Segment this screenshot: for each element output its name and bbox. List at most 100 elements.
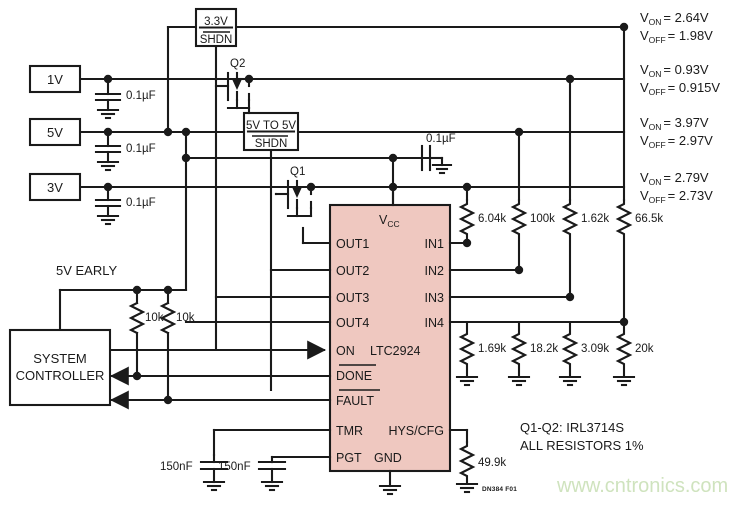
regblock-5v5v-bottom-label: SHDN [255, 138, 288, 150]
q1-arrow [292, 187, 302, 198]
controller-label-line2: CONTROLLER [16, 368, 105, 383]
res-182k [510, 320, 528, 379]
dot-5vbus [181, 127, 191, 137]
dot-pullup2 [163, 285, 173, 295]
cap-label-1v: 0.1µF [126, 90, 156, 102]
ic-pin-tmr: TMR [336, 424, 363, 438]
dot-in3 [565, 292, 575, 302]
dot-5v [103, 127, 113, 137]
ic-pin-out1: OUT1 [336, 237, 369, 251]
res-label-604k: 6.04k [478, 213, 506, 225]
ic-body [328, 203, 452, 473]
mosfet-label-q1: Q1 [290, 166, 305, 178]
ic-pin-hys-cfg: HYS/CFG [388, 424, 444, 438]
res-label-309k: 3.09k [581, 343, 609, 355]
watermark: www.cntronics.com [556, 475, 728, 497]
ic-vcc-label: VCC [379, 213, 400, 229]
supply-box-5v [28, 117, 82, 147]
res-label-10k-1: 10k [145, 312, 164, 324]
dot-3v [103, 182, 113, 192]
supply-label-1v: 1V [47, 72, 63, 87]
res-20k [615, 320, 633, 379]
junction-dots [103, 22, 629, 405]
ic-pin-out4: OUT4 [336, 316, 369, 330]
rail-label-5v-early: 5V EARLY [56, 263, 118, 278]
dot-1v [103, 74, 113, 84]
threshold-voff-2: VOFF= 0.915V [640, 80, 720, 97]
ic-pin-in1: IN1 [425, 237, 445, 251]
mosfet-label-q2: Q2 [230, 58, 245, 70]
ic-pin-done: DONE [336, 369, 372, 383]
controller-box [8, 328, 112, 407]
res-162k [561, 198, 579, 299]
threshold-von-2: VON= 0.93V [640, 62, 709, 79]
q2-arrow [232, 79, 242, 90]
dot-bus-665k [619, 22, 629, 32]
ic-pin-in4: IN4 [425, 316, 445, 330]
regblock-33v-top-label: 3.3V [204, 16, 228, 28]
dot-q1-drain [306, 182, 316, 192]
res-label-10k-2: 10k [176, 312, 195, 324]
threshold-voff-3: VOFF= 2.97V [640, 133, 713, 150]
cap-label-tmr: 150nF [160, 461, 193, 473]
ic-pin-gnd: GND [374, 451, 402, 465]
ic-pin-pgt: PGT [336, 451, 362, 465]
res-604k [458, 198, 476, 245]
res-309k [561, 320, 579, 379]
ic-part-number: LTC2924 [370, 344, 421, 358]
dot-done [132, 371, 142, 381]
dot-in1 [462, 238, 472, 248]
dot-in2 [514, 265, 524, 275]
dot-vcc-cap [388, 153, 398, 163]
note-line-2: ALL RESISTORS 1% [520, 438, 644, 453]
ic-pin-in3: IN3 [425, 291, 445, 305]
dot-fault [163, 395, 173, 405]
cap-label-pgt: 150nF [218, 461, 251, 473]
res-499k [458, 440, 476, 486]
res-label-20k: 20k [635, 343, 654, 355]
res-100k [510, 198, 528, 272]
cap-label-3v: 0.1µF [126, 197, 156, 209]
dot-vcc-3v [388, 182, 398, 192]
dot-5vdist [181, 153, 191, 163]
res-label-182k: 18.2k [530, 343, 558, 355]
figure-caption: DN384 F01 [482, 486, 517, 493]
dot-in4 [619, 317, 629, 327]
dot-33shdn-5v [163, 127, 173, 137]
res-10k-1 [128, 301, 146, 335]
dot-pullup1 [132, 285, 142, 295]
cap-label-5v: 0.1µF [126, 143, 156, 155]
supply-box-1v [28, 64, 82, 94]
threshold-voff-1: VOFF= 1.98V [640, 28, 713, 45]
ic-pin-on: ON [336, 344, 355, 358]
res-label-100k: 100k [530, 213, 555, 225]
threshold-von-3: VON= 3.97V [640, 115, 709, 132]
threshold-von-1: VON= 2.64V [640, 10, 709, 27]
ic-pin-out2: OUT2 [336, 264, 369, 278]
note-line-1: Q1-Q2: IRL3714S [520, 420, 624, 435]
controller-label-line1: SYSTEM [33, 351, 86, 366]
dot-bus-100k [514, 127, 524, 137]
dot-bus-162k [565, 74, 575, 84]
cap-label-vcc: 0.1µF [426, 133, 456, 145]
res-label-169k: 1.69k [478, 343, 506, 355]
ic-pin-fault: FAULT [336, 394, 374, 408]
supply-label-3v: 3V [47, 180, 63, 195]
ic-pin-in2: IN2 [425, 264, 445, 278]
res-label-162k: 1.62k [581, 213, 609, 225]
res-10k-2 [159, 301, 177, 335]
wire-layer [8, 7, 636, 496]
threshold-voff-4: VOFF= 2.73V [640, 188, 713, 205]
ic-pin-out3: OUT3 [336, 291, 369, 305]
supply-label-5v: 5V [47, 125, 63, 140]
supply-box-3v [28, 172, 82, 202]
regblock-33v-bottom-label: SHDN [200, 34, 233, 46]
regblock-5v5v-top-label: 5V TO 5V [246, 120, 296, 132]
dot-q2-drain [244, 74, 254, 84]
dot-bus-604k [462, 182, 472, 192]
threshold-von-4: VON= 2.79V [640, 170, 709, 187]
res-label-665k: 66.5k [635, 213, 663, 225]
res-665k [615, 198, 633, 324]
